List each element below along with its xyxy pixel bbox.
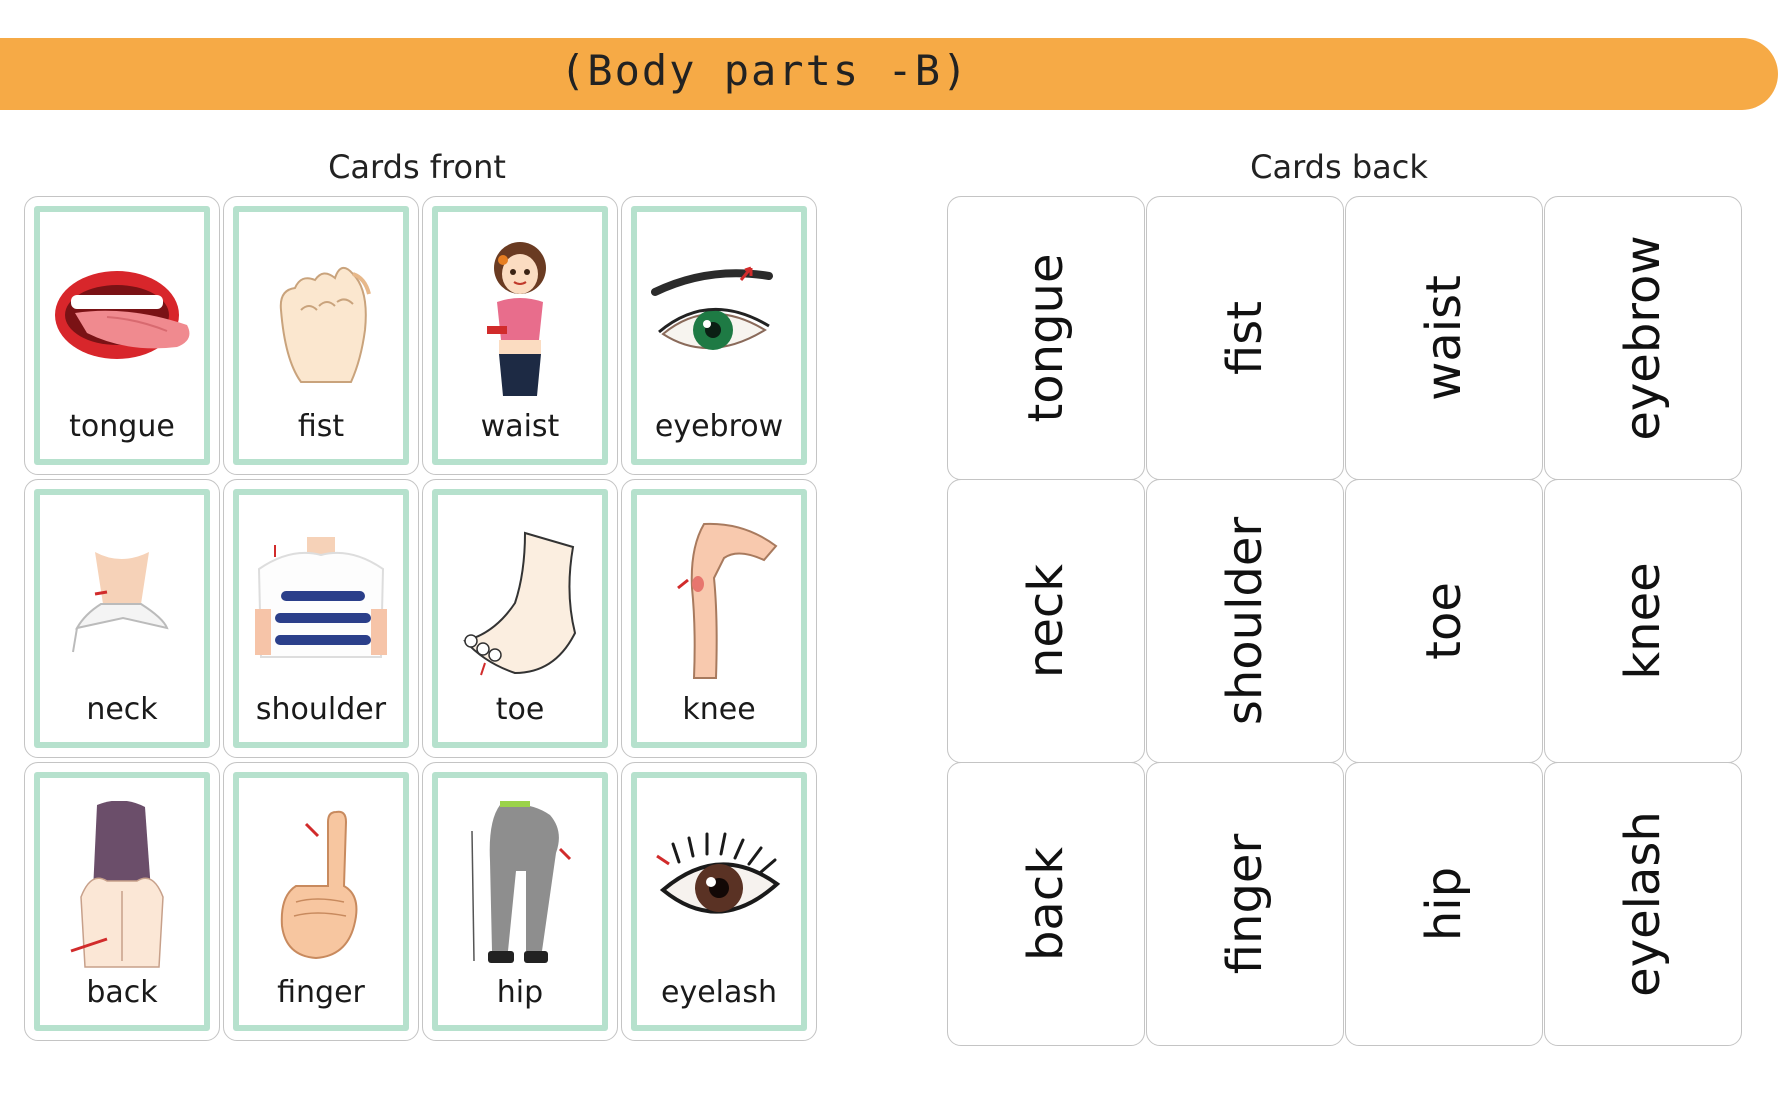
- toe-icon: [441, 508, 599, 698]
- card-label: knee: [682, 692, 756, 727]
- back-card-word: finger: [1217, 833, 1273, 975]
- front-card-hip[interactable]: hip: [422, 762, 618, 1041]
- front-card-toe[interactable]: toe: [422, 479, 618, 758]
- back-card-eyebrow[interactable]: eyebrow: [1544, 196, 1742, 480]
- back-card-word: eyelash: [1615, 811, 1671, 997]
- back-card-tongue[interactable]: tongue: [947, 196, 1145, 480]
- back-card-word: back: [1018, 846, 1074, 962]
- card-frame: [233, 489, 409, 748]
- header-banner: [0, 38, 1778, 110]
- front-card-fist[interactable]: fist: [223, 196, 419, 475]
- front-card-neck[interactable]: neck: [24, 479, 220, 758]
- back-card-word: waist: [1416, 275, 1472, 401]
- tongue-icon: [43, 225, 201, 415]
- hip-icon: [441, 791, 599, 981]
- back-card-shoulder[interactable]: shoulder: [1146, 479, 1344, 763]
- card-frame: [631, 206, 807, 465]
- neck-icon: [43, 508, 201, 698]
- fist-icon: [242, 225, 400, 415]
- front-section-title: Cards front: [328, 148, 506, 186]
- front-card-waist[interactable]: waist: [422, 196, 618, 475]
- front-card-eyebrow[interactable]: eyebrow: [621, 196, 817, 475]
- back-card-word: fist: [1217, 300, 1273, 376]
- back-card-finger[interactable]: finger: [1146, 762, 1344, 1046]
- back-card-waist[interactable]: waist: [1345, 196, 1543, 480]
- front-card-finger[interactable]: finger: [223, 762, 419, 1041]
- back-card-word: toe: [1416, 582, 1472, 660]
- card-frame: [233, 206, 409, 465]
- back-card-knee[interactable]: knee: [1544, 479, 1742, 763]
- card-label: shoulder: [255, 692, 387, 727]
- finger-icon: [242, 791, 400, 981]
- card-frame: [34, 772, 210, 1031]
- card-label: back: [86, 975, 158, 1010]
- shoulder-icon: [242, 508, 400, 698]
- card-frame: [631, 772, 807, 1031]
- front-card-back[interactable]: back: [24, 762, 220, 1041]
- eyelash-icon: [640, 791, 798, 981]
- card-frame: [233, 772, 409, 1031]
- back-card-fist[interactable]: fist: [1146, 196, 1344, 480]
- card-frame: [432, 772, 608, 1031]
- back-card-word: shoulder: [1217, 516, 1273, 726]
- card-label: finger: [277, 975, 365, 1010]
- card-label: toe: [495, 692, 545, 727]
- card-label: eyebrow: [654, 409, 784, 444]
- card-label: fist: [297, 409, 345, 444]
- back-card-word: knee: [1615, 562, 1671, 680]
- card-frame: [432, 489, 608, 748]
- card-label: waist: [480, 409, 560, 444]
- back-card-word: neck: [1018, 563, 1074, 679]
- back-card-word: tongue: [1018, 253, 1074, 423]
- card-label: neck: [86, 692, 158, 727]
- back-card-word: hip: [1416, 866, 1472, 942]
- front-card-shoulder[interactable]: shoulder: [223, 479, 419, 758]
- card-label: hip: [496, 975, 544, 1010]
- back-card-word: eyebrow: [1615, 235, 1671, 441]
- back-card-back[interactable]: back: [947, 762, 1145, 1046]
- front-card-knee[interactable]: knee: [621, 479, 817, 758]
- back-card-neck[interactable]: neck: [947, 479, 1145, 763]
- page-title: (Body parts -B): [560, 46, 970, 95]
- back-section-title: Cards back: [1250, 148, 1428, 186]
- back-card-eyelash[interactable]: eyelash: [1544, 762, 1742, 1046]
- waist-icon: [441, 225, 599, 415]
- card-frame: [34, 489, 210, 748]
- front-card-tongue[interactable]: tongue: [24, 196, 220, 475]
- knee-icon: [640, 508, 798, 698]
- front-card-eyelash[interactable]: eyelash: [621, 762, 817, 1041]
- card-label: tongue: [69, 409, 175, 444]
- back-card-toe[interactable]: toe: [1345, 479, 1543, 763]
- back-icon: [43, 791, 201, 981]
- back-card-hip[interactable]: hip: [1345, 762, 1543, 1046]
- eyebrow-icon: [640, 225, 798, 415]
- card-label: eyelash: [660, 975, 778, 1010]
- card-frame: [631, 489, 807, 748]
- card-frame: [432, 206, 608, 465]
- card-frame: [34, 206, 210, 465]
